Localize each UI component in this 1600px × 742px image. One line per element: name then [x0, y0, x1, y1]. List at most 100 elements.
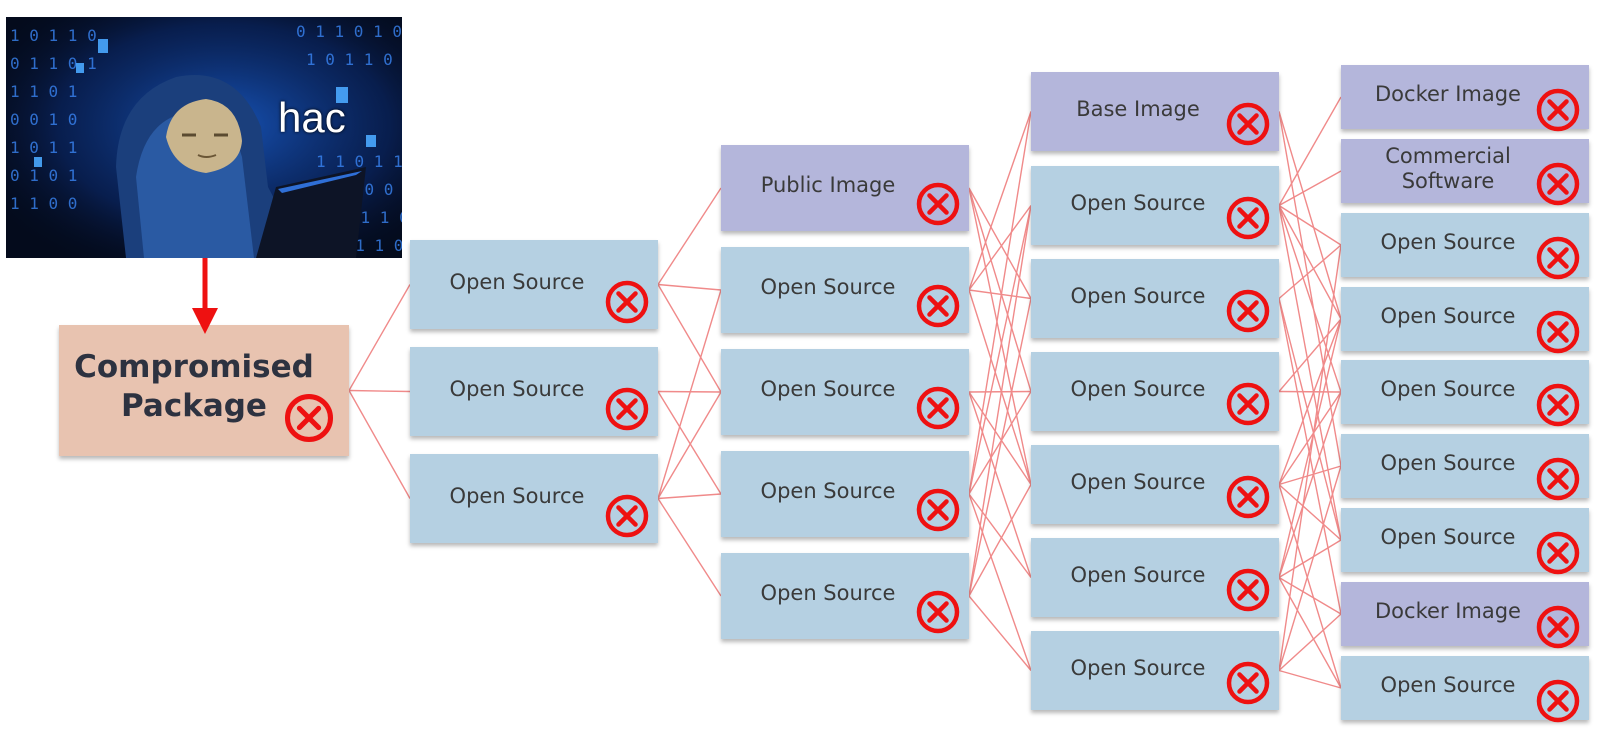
cross-circle-icon [1225, 567, 1271, 613]
compromised-label-line1: Compromised [74, 348, 314, 385]
link-c3-c4 [1278, 390, 1342, 393]
link-c1-c2 [657, 390, 722, 393]
cross-circle-icon [1535, 382, 1581, 428]
down-arrow [192, 258, 218, 334]
link-c1-c2 [657, 289, 722, 499]
link-root-c1 [348, 389, 411, 393]
node-c4-1: Docker Image [1341, 65, 1589, 132]
link-c3-c4 [1278, 204, 1342, 246]
cross-circle-icon [1535, 161, 1581, 207]
link-c2-c3 [968, 595, 1032, 671]
svg-text:1 1 0 1: 1 1 0 1 [10, 82, 77, 101]
link-c3-c4 [1278, 318, 1342, 485]
node-c4-7: Open Source [1341, 508, 1589, 575]
link-c3-c4 [1278, 669, 1342, 689]
node-c2-1: Public Image [721, 145, 969, 231]
svg-text:1 1 0 1 1: 1 1 0 1 1 [316, 152, 402, 171]
hacker-meme-image: 1 0 1 1 0 0 1 1 0 1 1 1 0 1 0 0 1 0 1 0 … [6, 17, 402, 258]
cross-circle-icon [604, 386, 650, 432]
link-c2-c3 [968, 298, 1032, 597]
node-label: Open Source [1380, 377, 1516, 402]
link-c2-c3 [968, 205, 1032, 597]
link-c3-c4 [1278, 244, 1342, 300]
node-label: Commercial Software [1385, 143, 1511, 193]
link-c1-c2 [657, 498, 722, 597]
compromised-package-label: Compromised Package [74, 348, 334, 434]
link-c2-c3 [968, 391, 1032, 485]
node-label: Public Image [760, 173, 896, 198]
link-c3-c4 [1278, 577, 1342, 689]
link-c2-c3 [968, 390, 1032, 393]
node-label: Open Source [449, 269, 585, 294]
node-label: Open Source [1380, 230, 1516, 255]
node-c4-8: Docker Image [1341, 582, 1589, 649]
cross-circle-icon [915, 385, 961, 431]
link-c1-c2 [657, 493, 722, 500]
node-c3-7: Open Source [1031, 631, 1279, 710]
cross-circle-icon [1225, 660, 1271, 706]
cross-circle-icon [915, 283, 961, 329]
node-label: Docker Image [1375, 82, 1521, 107]
node-c3-5: Open Source [1031, 445, 1279, 524]
link-c3-c4 [1278, 318, 1342, 392]
link-c2-c3 [968, 187, 1032, 392]
link-c2-c3 [968, 484, 1032, 597]
cross-circle-icon [1225, 288, 1271, 334]
link-c2-c3 [968, 205, 1032, 291]
link-c2-c3 [968, 289, 1032, 485]
node-label: Open Source [760, 479, 896, 504]
link-c3-c4 [1278, 170, 1342, 207]
node-label: Open Source [760, 275, 896, 300]
link-c2-c3 [968, 289, 1032, 300]
link-c3-c4 [1278, 483, 1342, 541]
node-label: Open Source [1070, 469, 1206, 494]
hacker-image-caption: hac [278, 94, 346, 141]
link-c3-c4 [1278, 539, 1342, 579]
node-c4-6: Open Source [1341, 434, 1589, 501]
cross-circle-icon [915, 487, 961, 533]
cross-circle-icon [1535, 604, 1581, 650]
cross-circle-icon [1535, 309, 1581, 355]
node-label: Open Source [1070, 655, 1206, 680]
node-c2-4: Open Source [721, 451, 969, 537]
node-c3-1: Base Image [1031, 72, 1279, 151]
link-c3-c4 [1278, 576, 1342, 615]
link-c2-c3 [968, 205, 1032, 495]
svg-text:1 0 1 1 0: 1 0 1 1 0 [10, 26, 97, 45]
node-label: Open Source [1380, 304, 1516, 329]
link-c3-c4 [1278, 484, 1342, 689]
link-c3-c4 [1278, 205, 1342, 320]
link-c3-c4 [1278, 244, 1342, 671]
link-c2-c3 [968, 187, 1032, 485]
cross-circle-icon [1535, 235, 1581, 281]
link-c2-c3 [968, 111, 1032, 495]
link-c3-c4 [1278, 96, 1342, 206]
link-c1-c2 [657, 391, 722, 495]
link-c3-c4 [1278, 391, 1342, 578]
cross-circle-icon [915, 181, 961, 227]
node-c3-3: Open Source [1031, 259, 1279, 338]
node-c4-3: Open Source [1341, 213, 1589, 280]
node-c1-1: Open Source [410, 240, 658, 329]
node-c4-5: Open Source [1341, 360, 1589, 427]
node-c1-3: Open Source [410, 454, 658, 543]
node-label: Open Source [1380, 451, 1516, 476]
link-c2-c3 [968, 391, 1032, 578]
svg-text:1 0 1 1 0: 1 0 1 1 0 [306, 50, 393, 69]
cross-circle-icon [604, 493, 650, 539]
link-c1-c2 [657, 187, 722, 285]
link-root-c1 [348, 284, 411, 391]
cross-circle-icon [283, 392, 335, 444]
node-c4-4: Open Source [1341, 287, 1589, 354]
node-label: Base Image [1076, 96, 1200, 121]
node-label: Open Source [1380, 673, 1516, 698]
link-c2-c3 [968, 187, 1032, 299]
node-c3-6: Open Source [1031, 538, 1279, 617]
node-c2-3: Open Source [721, 349, 969, 435]
link-c2-c3 [968, 391, 1032, 495]
cross-circle-icon [1535, 678, 1581, 724]
node-c4-2: Commercial Software [1341, 139, 1589, 206]
node-label: Open Source [760, 377, 896, 402]
svg-text:1 1 0 0: 1 1 0 0 [10, 194, 77, 213]
link-c1-c2 [657, 391, 722, 499]
